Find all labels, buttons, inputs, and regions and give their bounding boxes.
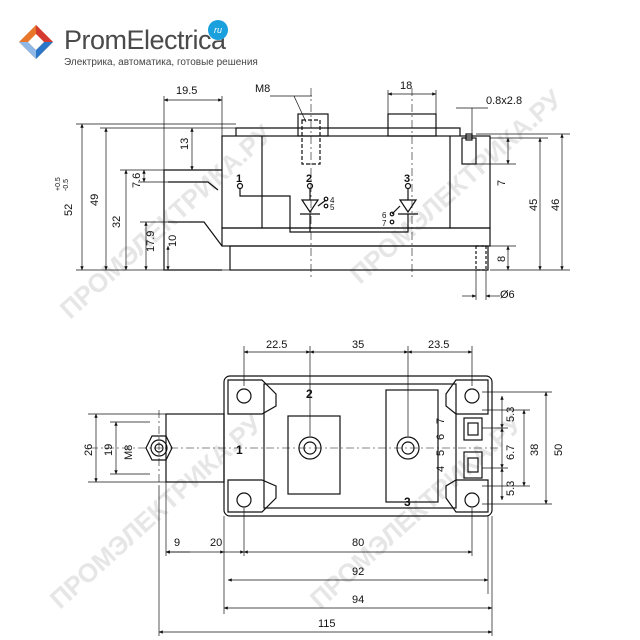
top-terminal-2-label: 2 [306,387,313,401]
terminal-1-label: 1 [236,173,242,185]
dim-17-9: 17.9 [145,231,157,252]
top-pin-6-label: 6 [435,434,447,440]
dim-7-6: 7.6 [131,173,143,188]
side-view-labels: 19.5 M8 18 0.8x2.8 13 7.6 52 +0.5 -0.5 4… [55,80,562,301]
top-view-labels: 22.5 35 23.5 26 19 M8 5.3 6.7 5.3 38 50 … [83,339,565,630]
dim-26: 26 [83,444,95,456]
dim-49: 49 [89,194,101,206]
top-cap [235,127,461,136]
dim-5-3-top: 5.3 [505,407,517,422]
watermark-text: ПРОМЭЛЕКТРИКА.РУ [44,408,268,614]
watermark-text: ПРОМЭЛЕКТРИКА.РУ [304,408,528,614]
base-step [221,227,491,247]
dim-7: 7 [496,180,508,186]
dim-38: 38 [529,444,541,456]
dim-10: 10 [167,235,179,247]
watermark-text: ПРОМЭЛЕКТРИКА.РУ [54,118,278,324]
dim-52: 52 [63,204,75,216]
gate-connector-top [463,417,483,441]
dim-22-5: 22.5 [266,339,287,351]
dim-19-5: 19.5 [176,85,197,97]
dim-9: 9 [174,537,180,549]
mount-hole-icon [464,492,480,508]
pin-4-label: 4 [330,196,335,205]
thyristor-1-icon [300,199,320,214]
terminal-pad-3 [385,389,439,503]
dim-115: 115 [318,618,336,630]
top-terminal-1-label: 1 [236,443,243,457]
brand-tagline: Электрика, автоматика, готовые решения [64,57,258,68]
thyristor-2-icon [398,199,418,214]
dim-8: 8 [496,256,508,262]
dim-20: 20 [210,537,222,549]
gate-pin [461,137,477,165]
dim-13: 13 [179,138,191,150]
dim-18: 18 [400,80,412,92]
brand-logo-icon [19,25,53,59]
brand-ru-badge: ru [208,20,228,40]
top-terminal-3-label: 3 [404,495,411,509]
terminal-3-label: 3 [404,173,410,185]
dim-tol-minus: -0.5 [63,179,70,191]
terminal-3-dot [404,182,412,190]
dim-92: 92 [352,566,364,578]
dim-35: 35 [352,339,364,351]
terminal-2-label: 2 [306,173,312,185]
terminal-1-dot [236,182,244,190]
dim-94: 94 [352,594,364,606]
top-body [263,383,457,509]
dim-6-7: 6.7 [505,445,517,460]
gate-connector-bottom [463,451,483,479]
module-body [221,135,491,229]
dim-m8: M8 [255,83,270,95]
dim-19: 19 [103,444,115,456]
mount-hole-icon [236,492,252,508]
brand-name: PromElectrica [64,25,226,55]
dim-5-3-bottom: 5.3 [505,481,517,496]
top-view [88,346,552,636]
dim-23-5: 23.5 [428,339,449,351]
pin-6-label: 6 [382,211,387,220]
pin-5-label: 5 [330,203,335,212]
dim-80: 80 [352,537,364,549]
dim-0-8x2-8: 0.8x2.8 [486,95,522,107]
terminal-2-dot [306,182,314,190]
mount-hole [475,245,487,271]
dim-45: 45 [528,199,540,211]
dim-m8-top: M8 [123,445,135,460]
mount-hole-icon [464,388,480,404]
dim-tol-plus: +0.5 [55,177,62,191]
mount-hole-icon [236,388,252,404]
pin-7-label: 7 [382,219,387,228]
side-view [76,88,570,300]
terminal-pad-2 [287,415,341,495]
top-pin-4-label: 4 [435,466,447,472]
top-pin-5-label: 5 [435,450,447,456]
top-pin-7-label: 7 [435,418,447,424]
dim-46: 46 [550,199,562,211]
dim-32: 32 [111,216,123,228]
dim-50: 50 [553,444,565,456]
dim-d6: Ø6 [500,289,515,301]
terminal-bolt [297,113,329,137]
watermark-text: ПРОМЭЛЕКТРИКА.РУ [344,83,568,289]
